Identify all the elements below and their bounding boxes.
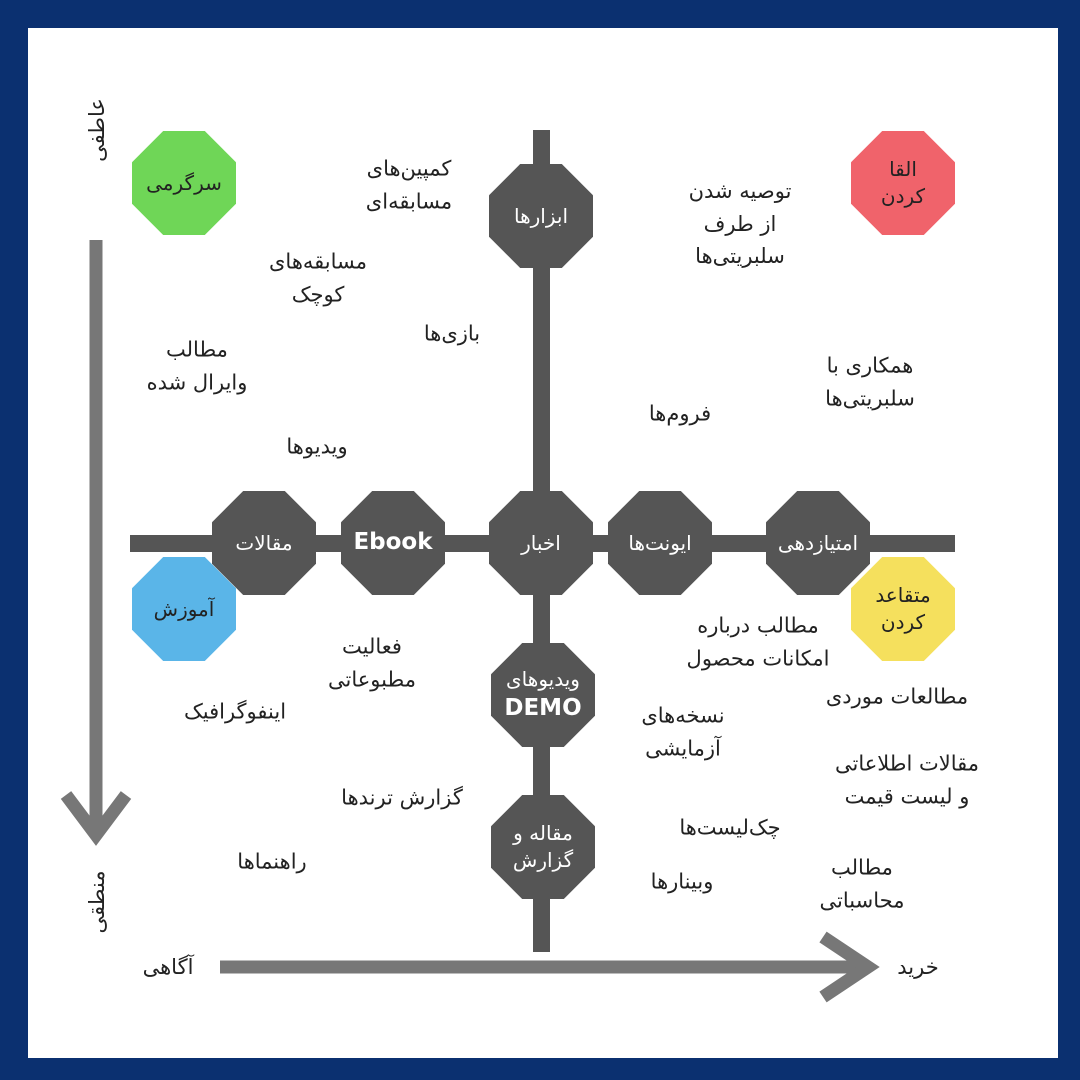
label-infographic: اینفوگرافیک bbox=[183, 699, 287, 724]
corner-educate: آموزش bbox=[132, 557, 236, 661]
axis-emotional-label: عاطفی bbox=[85, 98, 109, 162]
label-viral-line1: مطالب bbox=[166, 337, 228, 362]
label-small-contests: مسابقه‌های کوچک bbox=[269, 245, 367, 310]
label-calc-line2: محاسباتی bbox=[819, 888, 905, 912]
label-info-line2: و لیست قیمت bbox=[844, 784, 970, 808]
node-article-report: مقاله و گزارش bbox=[491, 795, 595, 899]
label-trial-line1: نسخه‌های bbox=[641, 703, 725, 728]
node-tools-label: ابزارها bbox=[514, 203, 569, 228]
label-viral-content: مطالب وایرال شده bbox=[147, 333, 248, 398]
label-celeb-collab-line1: همکاری با bbox=[826, 353, 914, 378]
axis-awareness-label: آگاهی bbox=[142, 955, 194, 979]
node-ratings-label: امتیازدهی bbox=[777, 530, 859, 555]
label-calculators: مطالب محاسباتی bbox=[820, 851, 905, 916]
label-celeb-rec-line2: از طرف bbox=[703, 211, 777, 236]
node-events: ایونت‌ها bbox=[608, 491, 712, 595]
label-viral-line2: وایرال شده bbox=[146, 370, 248, 394]
label-videos: ویدیوها bbox=[286, 434, 348, 459]
label-trial-line2: آزمایشی bbox=[645, 736, 721, 760]
label-celebrity-collab: همکاری با سلبریتی‌ها bbox=[825, 349, 915, 414]
label-campaigns: کمپین‌های مسابقه‌ای bbox=[366, 152, 452, 217]
label-info-line1: مقالات اطلاعاتی bbox=[834, 751, 980, 776]
corner-inspire-label-2: کردن bbox=[880, 184, 926, 208]
corner-entertain: سرگرمی bbox=[132, 131, 236, 235]
label-checklists: چک‌لیست‌ها bbox=[679, 815, 781, 840]
label-celeb-rec-line1: توصیه شدن bbox=[688, 179, 792, 204]
corner-convince-label-1: متقاعد bbox=[875, 583, 931, 607]
corner-inspire-label-1: القا bbox=[889, 157, 917, 181]
node-articles-label: مقالات bbox=[235, 530, 293, 555]
label-small-contests-line1: مسابقه‌های bbox=[268, 249, 368, 274]
corner-convince: متقاعد کردن bbox=[851, 557, 955, 661]
label-trial-versions: نسخه‌های آزمایشی bbox=[641, 699, 724, 764]
label-trend-report: گزارش ترندها bbox=[341, 785, 463, 810]
corner-entertain-label: سرگرمی bbox=[146, 170, 222, 195]
label-games: بازی‌ها bbox=[423, 321, 481, 346]
node-demo-label-1: ویدیوهای bbox=[506, 666, 580, 691]
label-celebrity-recommend: توصیه شدن از طرف سلبریتی‌ها bbox=[689, 175, 792, 273]
node-ratings: امتیازدهی bbox=[766, 491, 870, 595]
node-events-label: ایونت‌ها bbox=[628, 530, 692, 555]
label-press-activity: فعالیت مطبوعاتی bbox=[328, 630, 416, 695]
node-articles: مقالات bbox=[212, 491, 316, 595]
label-features-line2: امکانات محصول bbox=[686, 646, 830, 670]
label-celeb-collab-line2: سلبریتی‌ها bbox=[825, 386, 915, 410]
corner-convince-label-2: کردن bbox=[880, 610, 926, 634]
axis-logical-label: منطقی bbox=[85, 870, 109, 934]
label-small-contests-line2: کوچک bbox=[291, 282, 345, 306]
label-case-studies: مطالعات موردی bbox=[825, 684, 969, 709]
label-guides: راهنماها bbox=[237, 849, 307, 874]
label-celeb-rec-line3: سلبریتی‌ها bbox=[695, 244, 785, 269]
node-ebook: Ebook bbox=[341, 491, 445, 595]
corner-educate-label: آموزش bbox=[153, 596, 215, 621]
label-campaigns-line2: مسابقه‌ای bbox=[365, 189, 453, 213]
node-news-label: اخبار bbox=[521, 530, 561, 555]
label-press-line2: مطبوعاتی bbox=[328, 667, 416, 691]
label-product-features: مطالب درباره امکانات محصول bbox=[687, 609, 830, 674]
label-campaigns-line1: کمپین‌های bbox=[366, 156, 452, 181]
vertical-arrow-head bbox=[60, 791, 132, 846]
label-forums: فروم‌ها bbox=[648, 401, 712, 426]
corner-inspire: القا کردن bbox=[851, 131, 955, 235]
node-ebook-label: Ebook bbox=[353, 529, 433, 556]
node-demo-label-2: DEMO bbox=[504, 694, 582, 721]
node-news: اخبار bbox=[489, 491, 593, 595]
label-webinars: وبینارها bbox=[650, 869, 714, 894]
label-features-line1: مطالب درباره bbox=[697, 613, 819, 638]
label-info-articles: مقالات اطلاعاتی و لیست قیمت bbox=[835, 747, 979, 812]
node-tools: ابزارها bbox=[489, 164, 593, 268]
label-calc-line1: مطالب bbox=[831, 855, 893, 880]
node-demo-videos: ویدیوهای DEMO bbox=[491, 643, 595, 747]
label-press-line1: فعالیت bbox=[342, 634, 402, 659]
node-report-label-1: مقاله و bbox=[513, 821, 573, 845]
axis-purchase-label: خرید bbox=[897, 955, 939, 979]
horizontal-arrow-head bbox=[819, 931, 880, 1003]
node-report-label-2: گزارش bbox=[512, 848, 574, 872]
